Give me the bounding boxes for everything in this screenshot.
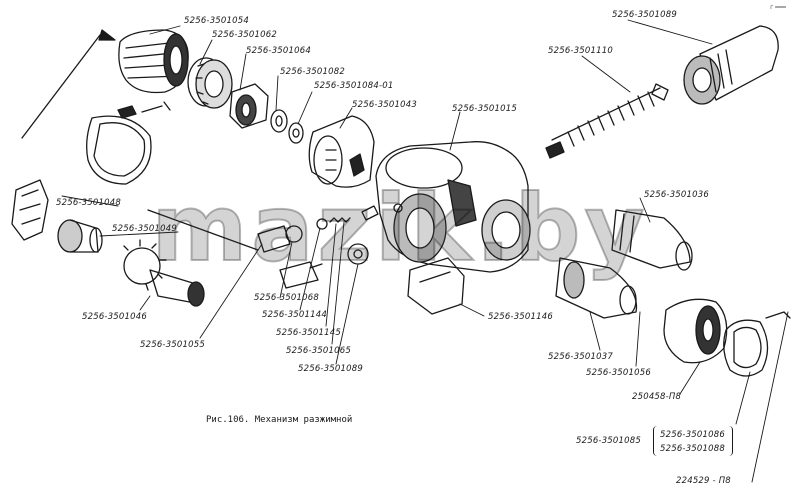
rubber-boot-part [118,29,189,94]
piston-upper-part [611,209,693,271]
clamp-with-bolt-part [86,101,171,185]
label-1068: 5256-3501068 [254,293,319,303]
label-1062: 5256-3501062 [212,30,277,40]
corner-mark: г ═══ [770,4,786,11]
lever-bracket-part [407,257,465,315]
expander-housing-part [375,141,531,273]
label-1082: 5256-3501082 [280,67,345,77]
label-250458: 250458-П8 [632,392,682,402]
label-1056: 5256-3501056 [586,368,651,378]
washers-part [270,109,304,144]
end-boot-part [663,298,728,364]
label-1085: 5256-3501085 [576,436,641,446]
piston-lower-part [555,257,638,319]
label-1084-01: 5256-3501084-01 [314,81,394,91]
assembly-arrow [21,29,259,251]
threaded-cap-part [683,25,779,105]
small-fasteners-cluster [257,205,379,289]
part-group-brace [653,426,733,456]
leader-lines [61,19,789,483]
figure-caption: Рис.106. Механизм разжимной [206,415,353,425]
label-1046: 5256-3501046 [82,312,147,322]
label-1049: 5256-3501049 [112,224,177,234]
label-1145: 5256-3501145 [276,328,341,338]
label-1036: 5256-3501036 [644,190,709,200]
label-1037: 5256-3501037 [548,352,613,362]
end-cover-part [11,179,49,241]
label-1144: 5256-3501144 [262,310,327,320]
label-224529: 224529 - П8 [676,476,731,486]
slotted-sleeve-part [308,115,375,188]
label-1064: 5256-3501064 [246,46,311,56]
right-clamp-with-bolt-part [723,311,791,377]
label-1146: 5256-3501146 [488,312,553,322]
label-1055: 5256-3501055 [140,340,205,350]
spring-assembly-part [545,83,669,159]
label-1089-bottom: 5256-3501089 [298,364,363,374]
label-1048: 5256-3501048 [56,198,121,208]
label-1054: 5256-3501054 [184,16,249,26]
gear-shaft-part [123,239,205,307]
label-1043: 5256-3501043 [352,100,417,110]
bushing-part [229,83,269,129]
label-1086: 5256-3501086 [660,430,725,440]
label-1110: 5256-3501110 [548,46,613,56]
label-1089-top: 5256-3501089 [612,10,677,20]
roller-bearing-part [187,57,233,109]
label-1088: 5256-3501088 [660,444,725,454]
label-1015: 5256-3501015 [452,104,517,114]
label-1065: 5256-3501065 [286,346,351,356]
plunger-part [57,219,103,253]
